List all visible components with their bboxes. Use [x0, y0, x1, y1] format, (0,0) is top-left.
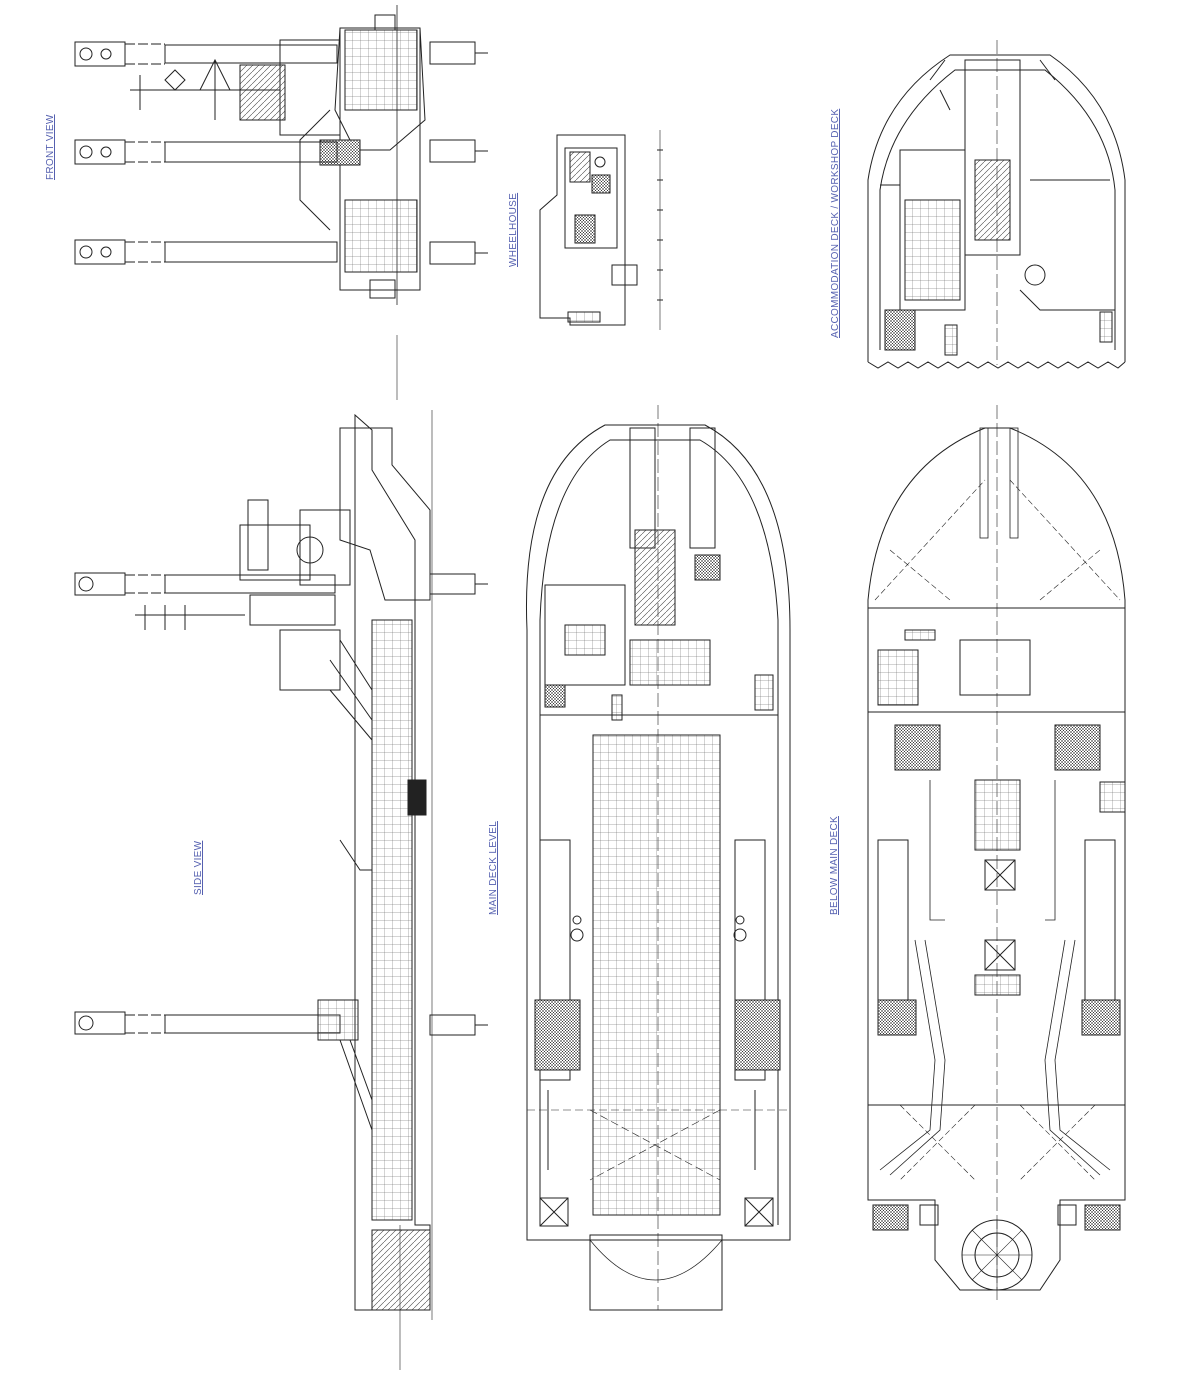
label-accommodation-deck: ACCOMMODATION DECK / WORKSHOP DECK [830, 108, 841, 338]
front-view [74, 5, 488, 305]
wheelhouse-plan [539, 130, 663, 330]
main-deck-plan [525, 405, 791, 1311]
accommodation-deck-plan [867, 40, 1126, 369]
label-below-main-deck: BELOW MAIN DECK [829, 816, 840, 915]
label-wheelhouse: WHEELHOUSE [508, 192, 519, 267]
side-view [74, 335, 488, 1370]
label-main-deck-level: MAIN DECK LEVEL [488, 821, 499, 915]
below-main-deck-plan [867, 405, 1126, 1300]
label-side-view: SIDE VIEW [193, 840, 204, 895]
label-front-view: FRONT VIEW [45, 114, 56, 180]
